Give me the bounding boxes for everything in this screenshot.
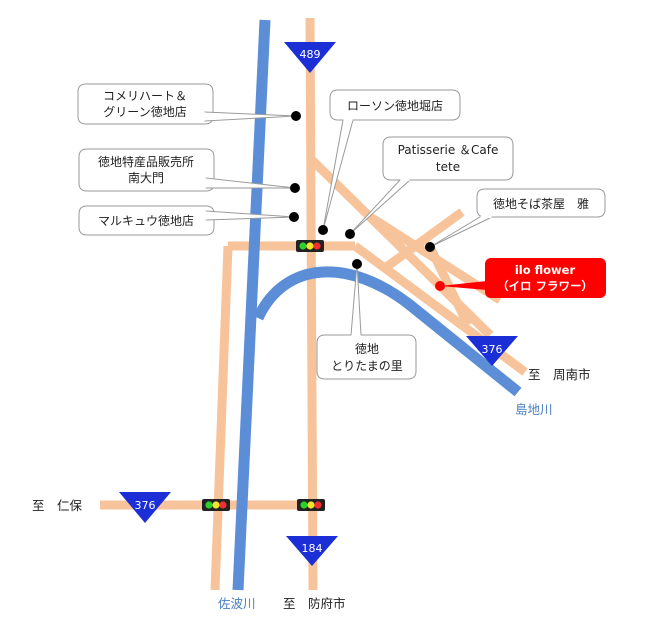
poi-torita-label-line2: とりたまの里 (331, 359, 403, 373)
ilo-flower-reading: （イロ フラワー） (497, 279, 593, 293)
black-dot-icon (345, 229, 355, 239)
red-dot-icon (435, 281, 445, 291)
poi-soba-label: 徳地そば茶屋 雅 (493, 196, 589, 211)
poi-tokuji-tokusan-label-line1: 徳地特産品販売所 (98, 154, 194, 169)
ilo-flower-name: ilo flower (515, 263, 576, 277)
poi-tokuji-tokusan[interactable]: 徳地特産品販売所 南大門 (78, 148, 300, 193)
poi-komeri[interactable]: コメリハート＆ グリーン徳地店 (77, 83, 301, 125)
road-diagonal-cross (382, 208, 465, 272)
poi-patisserie-label-line1: Patisserie ＆Cafe (398, 143, 499, 157)
route-shield-south: 184 (286, 536, 338, 566)
inverted-triangle-route-shield-icon (466, 336, 518, 366)
black-dot-icon (290, 183, 300, 193)
poi-lawson[interactable]: ローソン徳地堀店 (318, 89, 461, 235)
destination-shunan: 至 周南市 (528, 367, 591, 382)
black-dot-icon (352, 259, 362, 269)
road-route-489-184 (305, 17, 318, 591)
road-ilo-branch (436, 282, 494, 339)
ilo-flower-callout (485, 258, 606, 298)
saba-river-label: 佐波川 (218, 596, 256, 611)
poi-patisserie[interactable]: Patisserie ＆Cafe tete (345, 136, 514, 239)
traffic-signal-north (296, 240, 324, 252)
route-number-376-west: 376 (135, 499, 156, 512)
poi-patisserie-label-line2: tete (436, 160, 460, 174)
poi-marukyu-label: マルキュウ徳地店 (98, 213, 194, 228)
road-west-vertical (210, 245, 233, 591)
poi-lawson-label: ローソン徳地堀店 (347, 98, 443, 113)
poi-komeri-label-line1: コメリハート＆ (103, 89, 187, 103)
black-dot-icon (425, 242, 435, 252)
black-dot-icon (291, 111, 301, 121)
poi-marukyu[interactable]: マルキュウ徳地店 (78, 205, 299, 236)
inverted-triangle-route-shield-icon (119, 492, 171, 523)
poi-komeri-label-line2: グリーン徳地店 (103, 104, 186, 119)
route-number-489: 489 (300, 48, 321, 61)
traffic-signal-south (297, 499, 325, 511)
inverted-triangle-route-shield-icon (284, 42, 336, 73)
shimaji-river (253, 266, 522, 397)
black-dot-icon (289, 212, 299, 222)
destination-niho: 至 仁保 (32, 498, 83, 513)
shimaji-river-label: 島地川 (515, 402, 553, 417)
poi-torita[interactable]: 徳地 とりたまの里 (316, 259, 417, 380)
inverted-triangle-route-shield-icon (286, 536, 338, 566)
route-shield-east: 376 (466, 336, 518, 366)
poi-torita-label-line1: 徳地 (355, 341, 379, 356)
route-shield-north: 489 (284, 42, 336, 73)
destination-hofu: 至 防府市 (283, 596, 346, 611)
route-number-184: 184 (302, 542, 323, 555)
route-number-376-east: 376 (482, 343, 503, 356)
poi-tokuji-tokusan-label-line2: 南大門 (128, 170, 164, 185)
poi-soba[interactable]: 徳地そば茶屋 雅 (425, 188, 606, 252)
poi-ilo-flower[interactable]: ilo flower （イロ フラワー） (435, 258, 606, 298)
black-dot-icon (318, 225, 328, 235)
traffic-signal-west (202, 499, 230, 511)
route-shield-west: 376 (119, 492, 171, 523)
